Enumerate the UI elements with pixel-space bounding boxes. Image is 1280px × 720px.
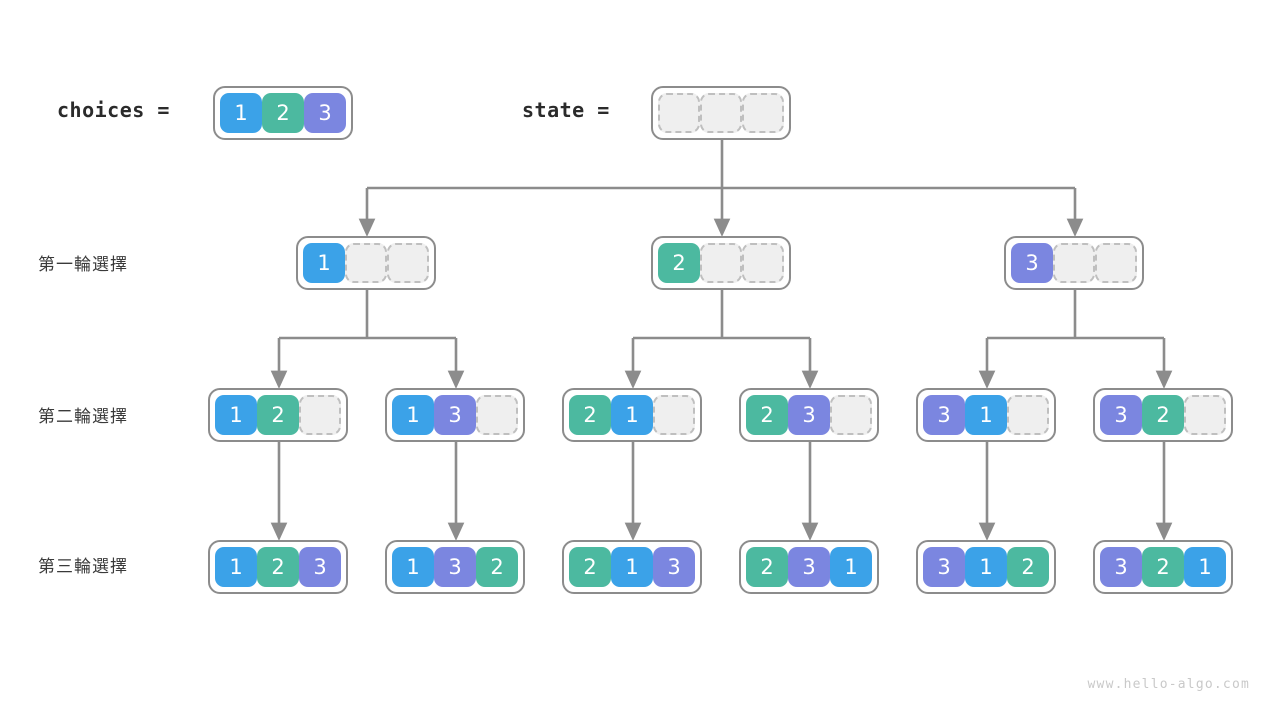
round2-node-1-cell-empty — [299, 395, 341, 435]
round1-node-1-cell-empty — [345, 243, 387, 283]
round3-node-3-cell-1: 1 — [611, 547, 653, 587]
round3-node-3-cell-3: 3 — [653, 547, 695, 587]
round2-node-3-cell-empty — [653, 395, 695, 435]
round1-node-3-cell-empty — [1053, 243, 1095, 283]
state-array — [651, 86, 791, 140]
round2-node-5-cell-1: 1 — [965, 395, 1007, 435]
round3-node-6-cell-2: 2 — [1142, 547, 1184, 587]
round3-node-6-cell-1: 1 — [1184, 547, 1226, 587]
choices-label: choices = — [57, 98, 170, 122]
round1-node-3-cell-3: 3 — [1011, 243, 1053, 283]
round3-node-1-cell-1: 1 — [215, 547, 257, 587]
round3-node-2-cell-2: 2 — [476, 547, 518, 587]
round2-node-6-cell-3: 3 — [1100, 395, 1142, 435]
watermark: www.hello-algo.com — [1087, 677, 1250, 692]
round2-node-5-cell-3: 3 — [923, 395, 965, 435]
round1-node-2-cell-empty — [700, 243, 742, 283]
round3-node-4-cell-2: 2 — [746, 547, 788, 587]
round2-node-2-cell-empty — [476, 395, 518, 435]
row-label-round2: 第二輪選擇 — [38, 407, 128, 427]
state-cell-empty — [742, 93, 784, 133]
round1-node-3-cell-empty — [1095, 243, 1137, 283]
round1-node-2-cell-empty — [742, 243, 784, 283]
round2-node-4-cell-3: 3 — [788, 395, 830, 435]
choices-cell-1: 1 — [220, 93, 262, 133]
round3-node-3-cell-2: 2 — [569, 547, 611, 587]
round2-node-1-cell-2: 2 — [257, 395, 299, 435]
round2-node-4-cell-2: 2 — [746, 395, 788, 435]
round1-node-2: 2 — [651, 236, 791, 290]
round3-node-4-cell-3: 3 — [788, 547, 830, 587]
round1-node-3: 3 — [1004, 236, 1144, 290]
row-label-round1: 第一輪選擇 — [38, 255, 128, 275]
round3-node-1-cell-2: 2 — [257, 547, 299, 587]
round2-node-5-cell-empty — [1007, 395, 1049, 435]
round2-node-3-cell-2: 2 — [569, 395, 611, 435]
round1-node-1-cell-1: 1 — [303, 243, 345, 283]
round3-node-5-cell-3: 3 — [923, 547, 965, 587]
round2-node-2-cell-3: 3 — [434, 395, 476, 435]
round1-node-2-cell-2: 2 — [658, 243, 700, 283]
state-label: state = — [522, 98, 610, 122]
state-cell-empty — [658, 93, 700, 133]
round2-node-6-cell-2: 2 — [1142, 395, 1184, 435]
round3-node-1-cell-3: 3 — [299, 547, 341, 587]
choices-cell-3: 3 — [304, 93, 346, 133]
round2-node-6-cell-empty — [1184, 395, 1226, 435]
round3-node-2-cell-3: 3 — [434, 547, 476, 587]
round3-node-5-cell-2: 2 — [1007, 547, 1049, 587]
round2-node-2-cell-1: 1 — [392, 395, 434, 435]
round2-node-3-cell-1: 1 — [611, 395, 653, 435]
state-cell-empty — [700, 93, 742, 133]
round2-node-4-cell-empty — [830, 395, 872, 435]
round3-node-5-cell-1: 1 — [965, 547, 1007, 587]
row-label-round3: 第三輪選擇 — [38, 557, 128, 577]
round3-node-4-cell-1: 1 — [830, 547, 872, 587]
round1-node-1-cell-empty — [387, 243, 429, 283]
round1-node-1: 1 — [296, 236, 436, 290]
round3-node-2-cell-1: 1 — [392, 547, 434, 587]
choices-cell-2: 2 — [262, 93, 304, 133]
round3-node-6-cell-3: 3 — [1100, 547, 1142, 587]
round2-node-1-cell-1: 1 — [215, 395, 257, 435]
